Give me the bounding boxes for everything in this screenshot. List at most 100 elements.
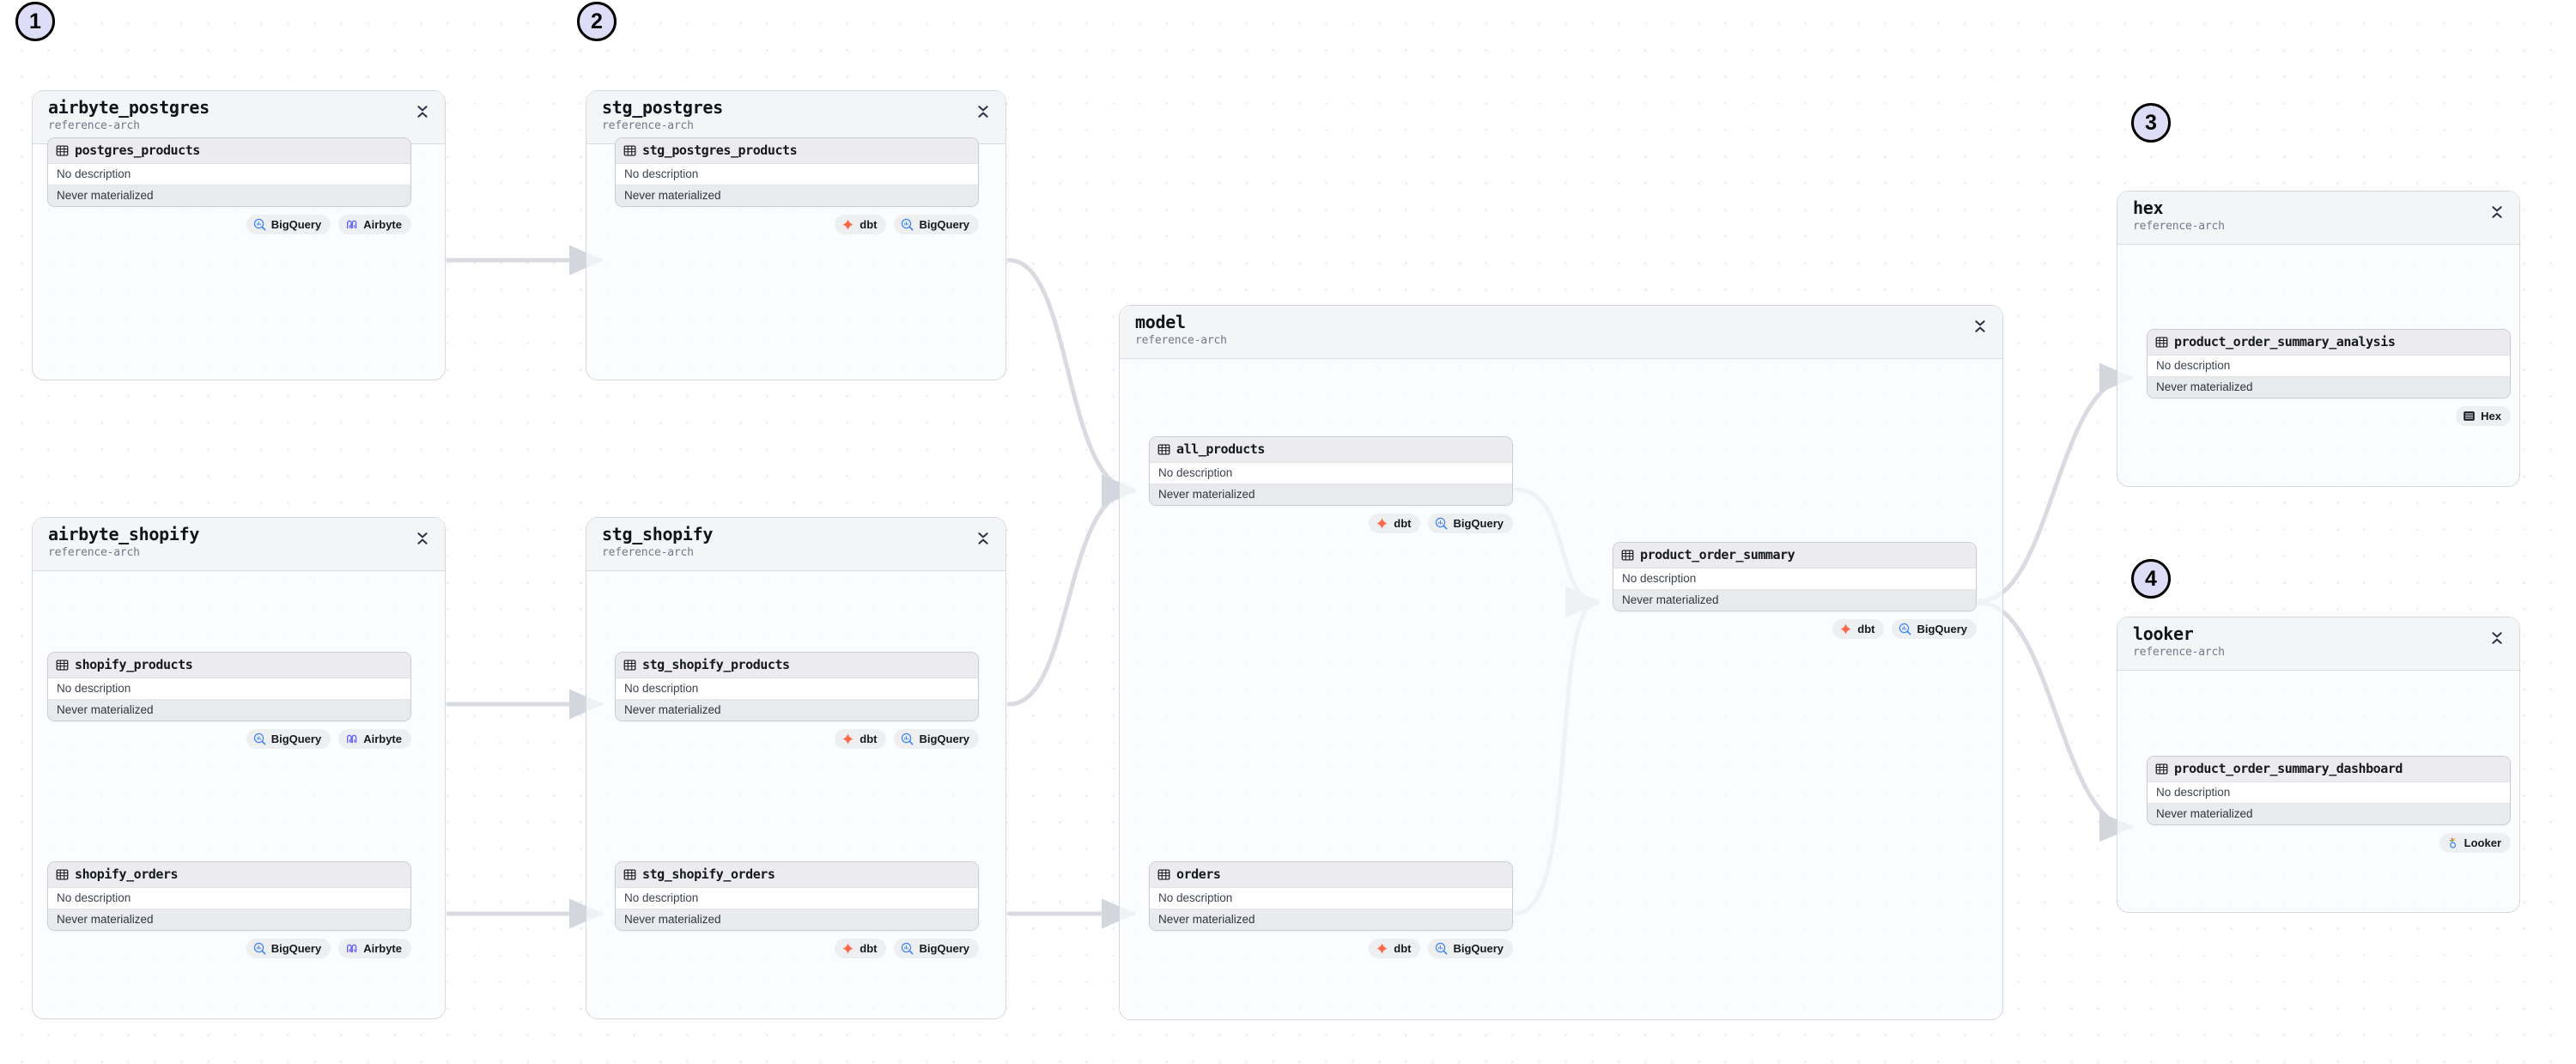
badge-looker[interactable]: Looker bbox=[2439, 833, 2511, 853]
table-icon bbox=[2155, 763, 2168, 775]
asset-description: No description bbox=[1150, 463, 1512, 483]
collapse-chevrons-icon[interactable] bbox=[2490, 629, 2504, 648]
badge-bigquery[interactable]: BigQuery bbox=[246, 939, 331, 958]
asset-badges-shopify_products: BigQuery Airbyte bbox=[47, 729, 411, 749]
asset-badges-product_order_summary_analysis: Hex bbox=[2147, 406, 2511, 426]
step-marker-1: 1 bbox=[15, 2, 55, 41]
asset-badges-stg_shopify_products: dbt BigQuery bbox=[615, 729, 979, 749]
badge-airbyte[interactable]: Airbyte bbox=[338, 939, 411, 958]
hex-icon bbox=[2464, 411, 2475, 421]
asset-node-name: shopify_orders bbox=[75, 866, 179, 882]
badge-bigquery[interactable]: BigQuery bbox=[1428, 939, 1513, 958]
asset-node-name: all_products bbox=[1176, 441, 1265, 457]
step-marker-4: 4 bbox=[2131, 559, 2171, 599]
badge-dbt[interactable]: dbt bbox=[835, 729, 887, 749]
badge-dbt[interactable]: dbt bbox=[1369, 514, 1421, 533]
badge-hex[interactable]: Hex bbox=[2456, 406, 2511, 426]
badge-bigquery[interactable]: BigQuery bbox=[894, 939, 979, 958]
badge-dbt[interactable]: dbt bbox=[1369, 939, 1421, 958]
badge-bigquery[interactable]: BigQuery bbox=[246, 215, 331, 234]
badge-label: BigQuery bbox=[270, 942, 322, 955]
group-stg_shopify[interactable]: stg_shopify reference-arch bbox=[586, 517, 1006, 1019]
looker-icon bbox=[2449, 837, 2456, 848]
edge-stg_shopify_products-to-all_products bbox=[1006, 476, 1136, 707]
group-title: model bbox=[1135, 312, 1186, 332]
table-icon bbox=[1621, 549, 1634, 561]
group-subtitle: reference-arch bbox=[602, 546, 694, 559]
badge-bigquery[interactable]: BigQuery bbox=[1428, 514, 1513, 533]
asset-node-header: stg_postgres_products bbox=[616, 138, 978, 164]
badge-dbt[interactable]: dbt bbox=[835, 215, 887, 234]
asset-node-name: stg_shopify_orders bbox=[642, 866, 775, 882]
asset-materialization-status: Never materialized bbox=[1150, 483, 1512, 505]
collapse-chevrons-icon[interactable] bbox=[416, 529, 429, 548]
badge-airbyte[interactable]: Airbyte bbox=[338, 729, 411, 749]
collapse-chevrons-icon[interactable] bbox=[2490, 203, 2504, 222]
badge-label: BigQuery bbox=[919, 218, 969, 231]
group-title: airbyte_postgres bbox=[48, 97, 210, 118]
asset-materialization-status: Never materialized bbox=[48, 185, 410, 206]
table-icon bbox=[623, 144, 636, 156]
dbt-icon bbox=[1840, 623, 1851, 635]
badge-dbt[interactable]: dbt bbox=[835, 939, 887, 958]
badge-label: dbt bbox=[860, 218, 878, 231]
asset-materialization-status: Never materialized bbox=[1613, 589, 1976, 611]
asset-node-header: all_products bbox=[1150, 437, 1512, 463]
asset-node-name: stg_postgres_products bbox=[642, 143, 798, 158]
asset-node-name: product_order_summary_dashboard bbox=[2174, 761, 2403, 776]
asset-node-name: postgres_products bbox=[75, 143, 200, 158]
badge-bigquery[interactable]: BigQuery bbox=[246, 729, 331, 749]
asset-node-name: orders bbox=[1176, 866, 1221, 882]
asset-node-header: postgres_products bbox=[48, 138, 410, 164]
bigquery-icon bbox=[1899, 623, 1911, 635]
collapse-chevrons-icon[interactable] bbox=[1973, 317, 1987, 336]
bigquery-icon bbox=[902, 218, 914, 231]
asset-description: No description bbox=[1613, 568, 1976, 589]
bigquery-icon bbox=[253, 218, 266, 231]
dbt-icon bbox=[1376, 518, 1388, 529]
group-subtitle: reference-arch bbox=[602, 119, 694, 132]
collapse-chevrons-icon[interactable] bbox=[976, 529, 990, 548]
badge-label: BigQuery bbox=[919, 942, 969, 955]
asset-badges-postgres_products: BigQuery Airbyte bbox=[47, 215, 411, 234]
badge-bigquery[interactable]: BigQuery bbox=[1892, 619, 1977, 639]
badge-dbt[interactable]: dbt bbox=[1832, 619, 1885, 639]
airbyte-icon bbox=[347, 734, 357, 744]
badge-label: BigQuery bbox=[919, 733, 969, 745]
badge-airbyte[interactable]: Airbyte bbox=[338, 215, 411, 234]
asset-node-name: product_order_summary bbox=[1640, 547, 1795, 562]
asset-materialization-status: Never materialized bbox=[48, 909, 410, 930]
asset-description: No description bbox=[2148, 782, 2510, 803]
badge-label: dbt bbox=[1394, 942, 1412, 955]
asset-node-header: product_order_summary_dashboard bbox=[2148, 757, 2510, 782]
group-title: stg_shopify bbox=[602, 524, 714, 544]
bigquery-icon bbox=[253, 942, 266, 955]
step-marker-3: 3 bbox=[2131, 103, 2171, 143]
asset-node-header: stg_shopify_orders bbox=[616, 862, 978, 888]
group-subtitle: reference-arch bbox=[48, 119, 140, 132]
collapse-chevrons-icon[interactable] bbox=[976, 102, 990, 121]
asset-description: No description bbox=[616, 888, 978, 909]
asset-node-product_order_summary_dashboard[interactable]: product_order_summary_dashboard No descri… bbox=[2147, 756, 2511, 825]
collapse-chevrons-icon[interactable] bbox=[416, 102, 429, 121]
badge-bigquery[interactable]: BigQuery bbox=[894, 215, 979, 234]
badge-bigquery[interactable]: BigQuery bbox=[894, 729, 979, 749]
asset-node-header: shopify_products bbox=[48, 653, 410, 678]
asset-node-name: shopify_products bbox=[75, 657, 193, 672]
